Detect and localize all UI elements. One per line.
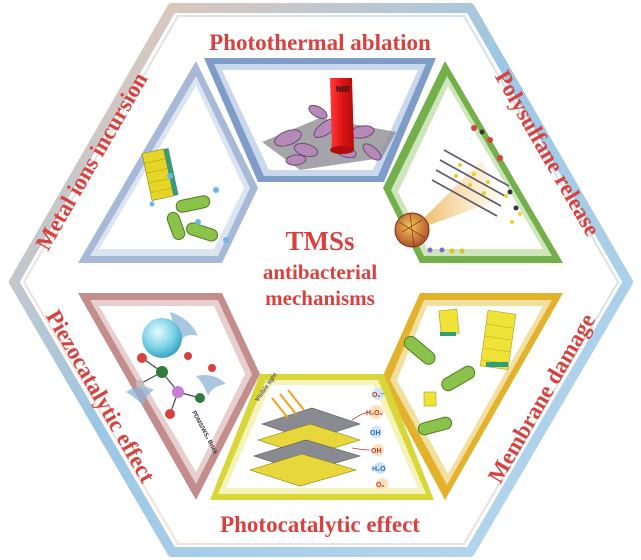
species-o2-minus-label: O₂⁻ (372, 392, 385, 399)
center-title-line2: antibacterial (263, 260, 377, 284)
label-photocatalytic-effect: Photocatalytic effect (220, 512, 420, 537)
panel-photocatalytic: Visible light O₂⁻ H₂O₂ OH OH H₂O O₂ (210, 372, 434, 500)
panel-membrane-damage (381, 293, 563, 500)
center-title-line3: mechanisms (265, 286, 375, 310)
center-title-line1: TMSs (285, 226, 354, 256)
species-h2o2-label: H₂O₂ (366, 410, 383, 417)
panel-polysulfane (383, 61, 563, 263)
label-photothermal-ablation: Photothermal ablation (209, 30, 431, 55)
outer-frame-inner-line (22, 15, 620, 545)
panel-piezocatalytic: PDMS/WS₂ Brick (78, 293, 260, 500)
nir-label: NIR (336, 85, 350, 94)
species-oh-label: OH (370, 430, 381, 437)
species-o2-label: O₂ (376, 482, 385, 489)
center-title: TMSs antibacterial mechanisms (263, 226, 377, 310)
species-oh2-label: OH (371, 448, 382, 455)
panel-metal-ions (78, 61, 258, 263)
panel-photothermal: NIR (204, 58, 436, 182)
species-h2o-label: H₂O (372, 466, 386, 473)
